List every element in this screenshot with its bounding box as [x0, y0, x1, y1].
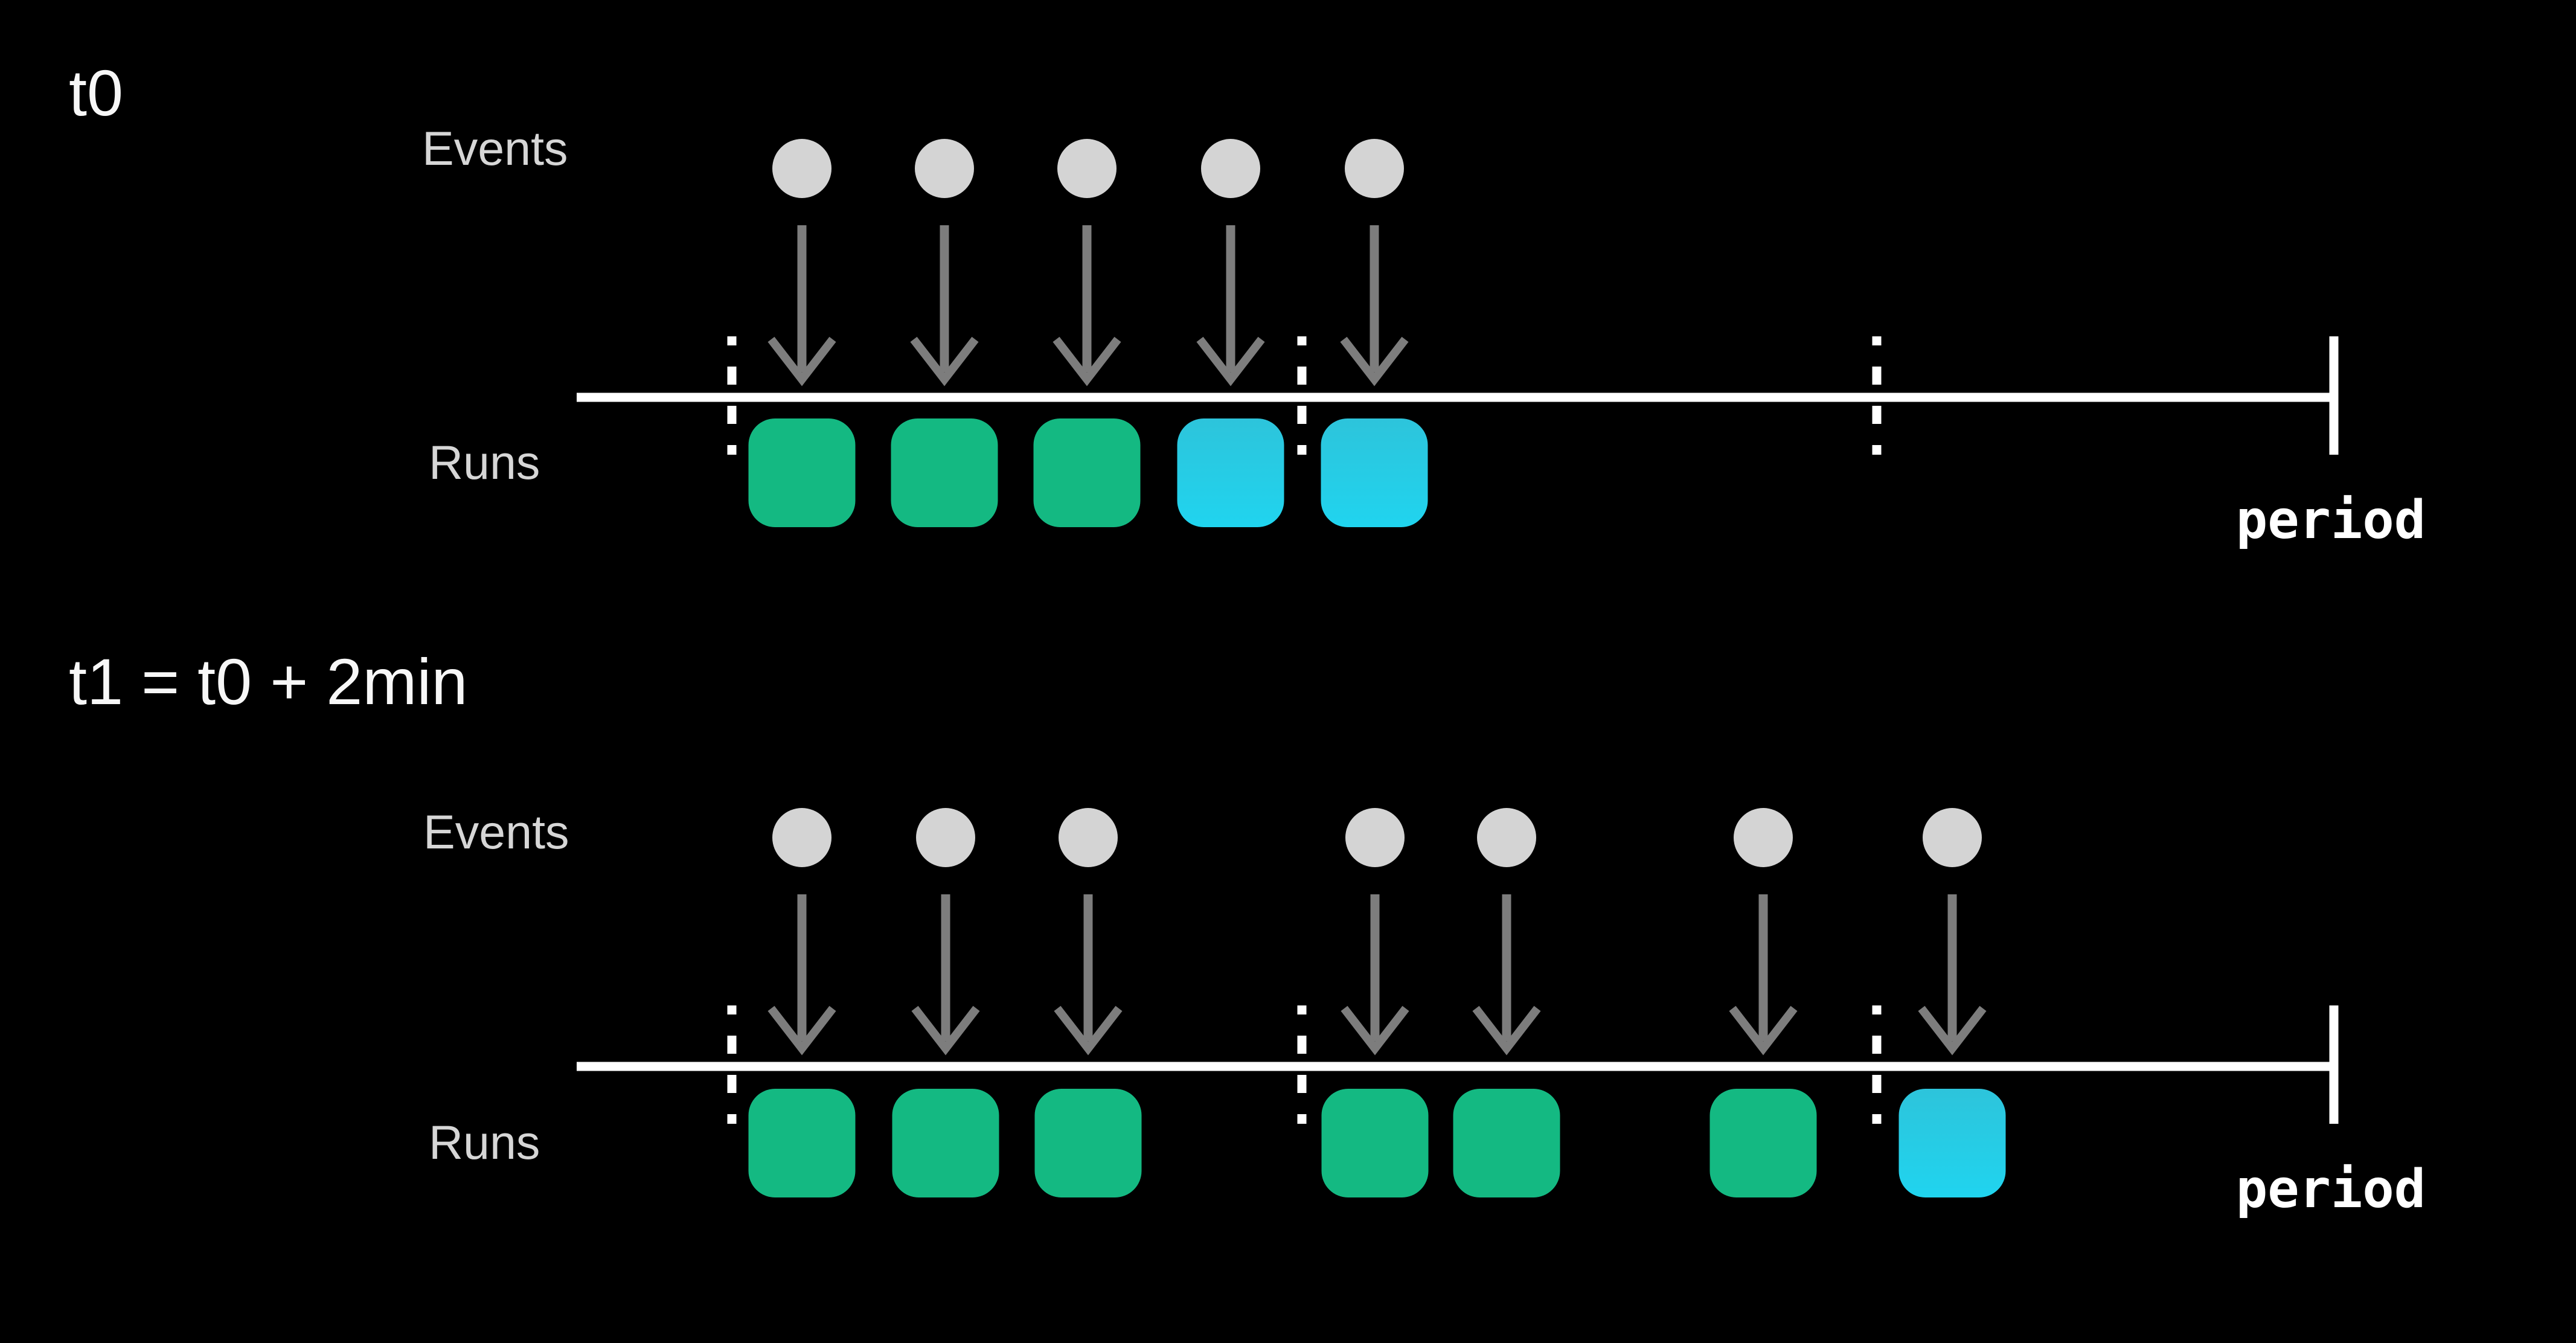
event-arrow-head-t0 [1196, 336, 1265, 386]
run-square-completed-t1 [1453, 1089, 1560, 1197]
event-dot-t1 [1345, 808, 1405, 867]
event-arrow-head-t0 [910, 336, 979, 386]
period-label-t0: period [2235, 489, 2426, 551]
event-dot-t0 [772, 139, 831, 198]
run-square-completed-t1 [1709, 1089, 1817, 1197]
runs-row-label-t1: Runs [429, 1115, 540, 1169]
event-arrow-head-t1 [911, 1005, 980, 1056]
event-dot-t1 [1059, 808, 1118, 867]
event-arrow-head-t1 [1472, 1005, 1541, 1056]
run-square-completed-t0 [748, 418, 856, 527]
event-dot-t0 [915, 139, 974, 198]
event-dot-t0 [1057, 139, 1117, 198]
run-square-completed-t1 [748, 1089, 856, 1197]
event-dot-t1 [1734, 808, 1793, 867]
event-arrow-head-t1 [1729, 1005, 1798, 1056]
event-dot-t1 [772, 808, 831, 867]
event-arrow-head-t1 [1341, 1005, 1409, 1056]
event-arrow-head-t1 [1054, 1005, 1123, 1056]
run-square-completed-t1 [892, 1089, 999, 1197]
runs-row-label-t0: Runs [429, 435, 540, 489]
event-dot-t1 [916, 808, 975, 867]
event-dot-t1 [1923, 808, 1982, 867]
event-dot-t0 [1345, 139, 1404, 198]
run-square-completed-t0 [891, 418, 998, 527]
run-square-completed-t1 [1321, 1089, 1429, 1197]
events-row-label-t0: Events [422, 121, 568, 175]
event-arrow-head-t0 [767, 336, 836, 386]
event-arrow-head-t1 [767, 1005, 836, 1056]
section-t1-title: t1 = t0 + 2min [69, 645, 468, 718]
section-t0-title: t0 [69, 56, 124, 129]
run-square-queued-t1 [1898, 1089, 2006, 1197]
run-square-completed-t1 [1034, 1089, 1142, 1197]
event-arrow-head-t0 [1340, 336, 1409, 386]
event-dot-t0 [1201, 139, 1260, 198]
event-arrow-head-t0 [1053, 336, 1121, 386]
events-row-label-t1: Events [423, 805, 569, 859]
run-square-queued-t0 [1177, 418, 1284, 527]
run-square-queued-t0 [1321, 418, 1428, 527]
period-label-t1: period [2235, 1158, 2426, 1220]
event-dot-t1 [1477, 808, 1536, 867]
event-arrow-head-t1 [1918, 1005, 1987, 1056]
run-square-completed-t0 [1033, 418, 1141, 527]
